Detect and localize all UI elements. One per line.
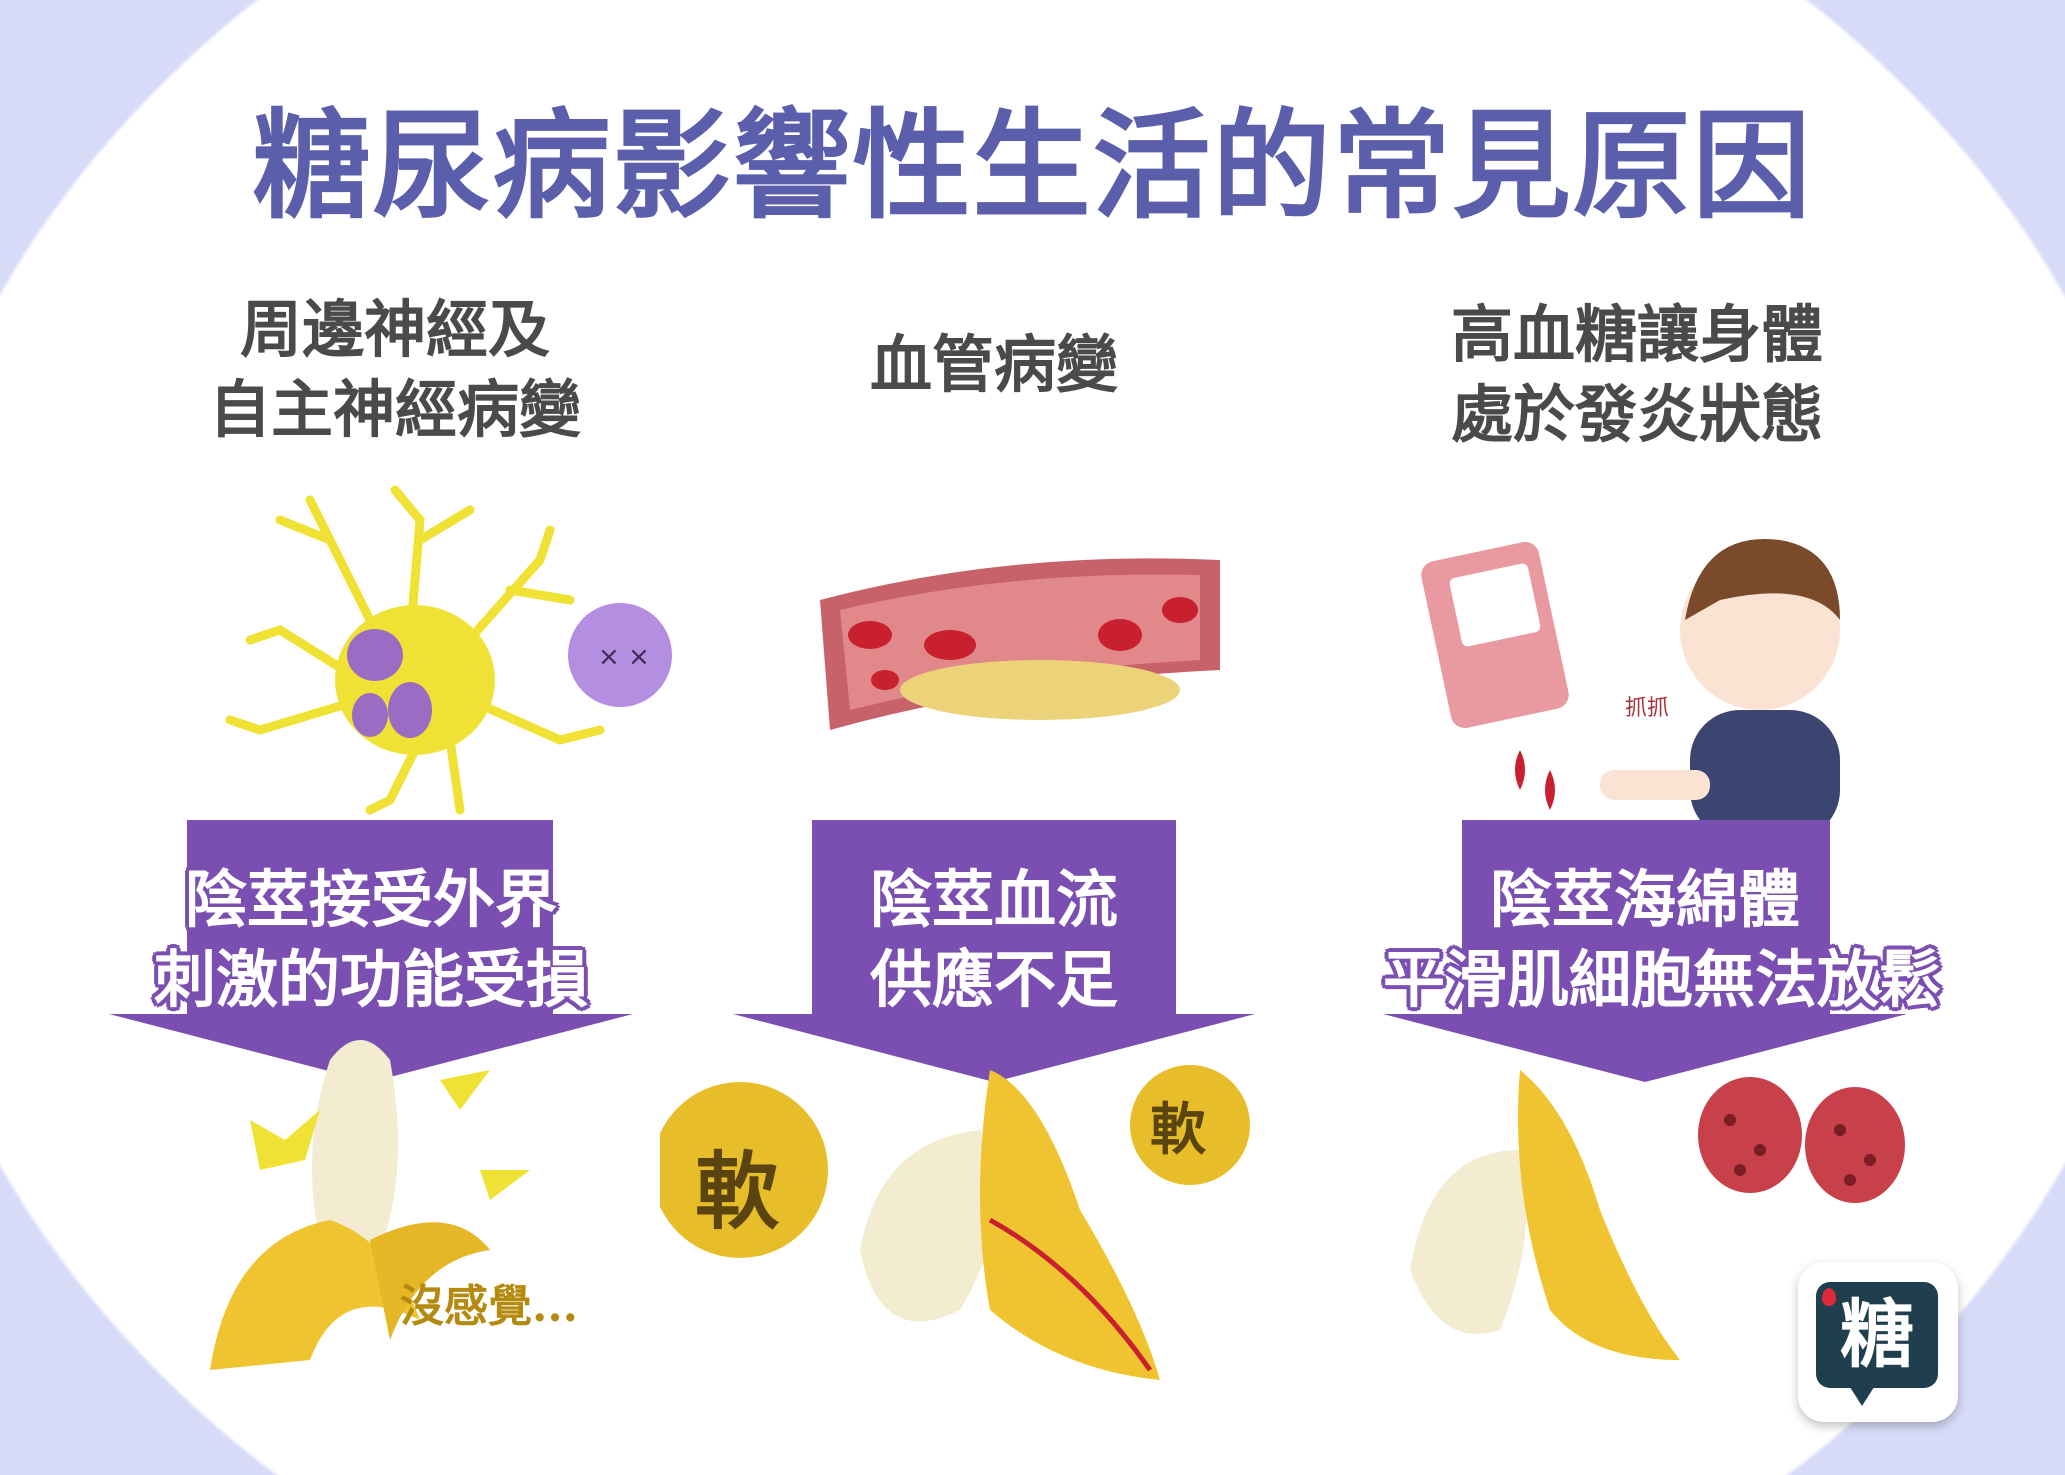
- blood-vessel-illustration: [820, 558, 1220, 730]
- effect-line: 平滑肌細胞無法放鬆: [1383, 943, 1942, 1016]
- banana-illustration-3: [1410, 1070, 1905, 1360]
- arrow-effect-2: 陰莖血流 供應不足: [733, 820, 1255, 1082]
- effect-line: 陰莖接受外界: [184, 863, 557, 936]
- blood-drop-icon: [1822, 1288, 1836, 1306]
- effect-line: 陰莖血流: [869, 863, 1118, 936]
- soft-text-2: 軟: [1150, 1097, 1206, 1163]
- column-2-heading: 血管病變: [694, 325, 1294, 405]
- svg-text:× ×: × ×: [598, 642, 650, 672]
- brand-logo: 糖: [1798, 1262, 1958, 1422]
- banana-illustration-2: [660, 1065, 1250, 1380]
- effect-line: 陰莖海綿體: [1489, 863, 1800, 936]
- speech-tail-icon: [1848, 1384, 1876, 1406]
- arrow-effect-1: 陰莖接受外界 刺激的功能受損: [109, 820, 633, 1082]
- heading-line: 周邊神經及: [239, 293, 550, 366]
- arrow-effect-3: 陰莖海綿體 平滑肌細胞無法放鬆: [1383, 820, 1942, 1082]
- column-3-heading: 高血糖讓身體 處於發炎狀態: [1337, 295, 1937, 455]
- banana-illustration-1: [210, 1040, 530, 1370]
- page-title: 糖尿病影響性生活的常見原因: [252, 97, 1813, 235]
- sad-face-bubble: [568, 603, 672, 707]
- heading-line: 自主神經病變: [208, 373, 581, 446]
- heading-line: 高血糖讓身體: [1450, 298, 1823, 371]
- no-feeling-text: 沒感覺...: [400, 1281, 578, 1332]
- logo-text: 糖: [1840, 1292, 1914, 1378]
- scratch-text: 抓抓: [1625, 696, 1669, 721]
- column-1-heading: 周邊神經及 自主神經病變: [95, 290, 695, 450]
- soft-bubble-1: [660, 1082, 828, 1258]
- effect-line: 刺激的功能受損: [153, 943, 588, 1016]
- effect-line: 供應不足: [869, 943, 1118, 1016]
- heading-line: 血管病變: [869, 328, 1118, 401]
- neuron-illustration: × ×: [225, 485, 672, 815]
- soft-text-1: 軟: [695, 1142, 780, 1241]
- soft-bubble-2: [1130, 1065, 1250, 1185]
- glucose-meter-man-illustration: 抓抓: [1421, 539, 1840, 840]
- heading-line: 處於發炎狀態: [1450, 378, 1823, 451]
